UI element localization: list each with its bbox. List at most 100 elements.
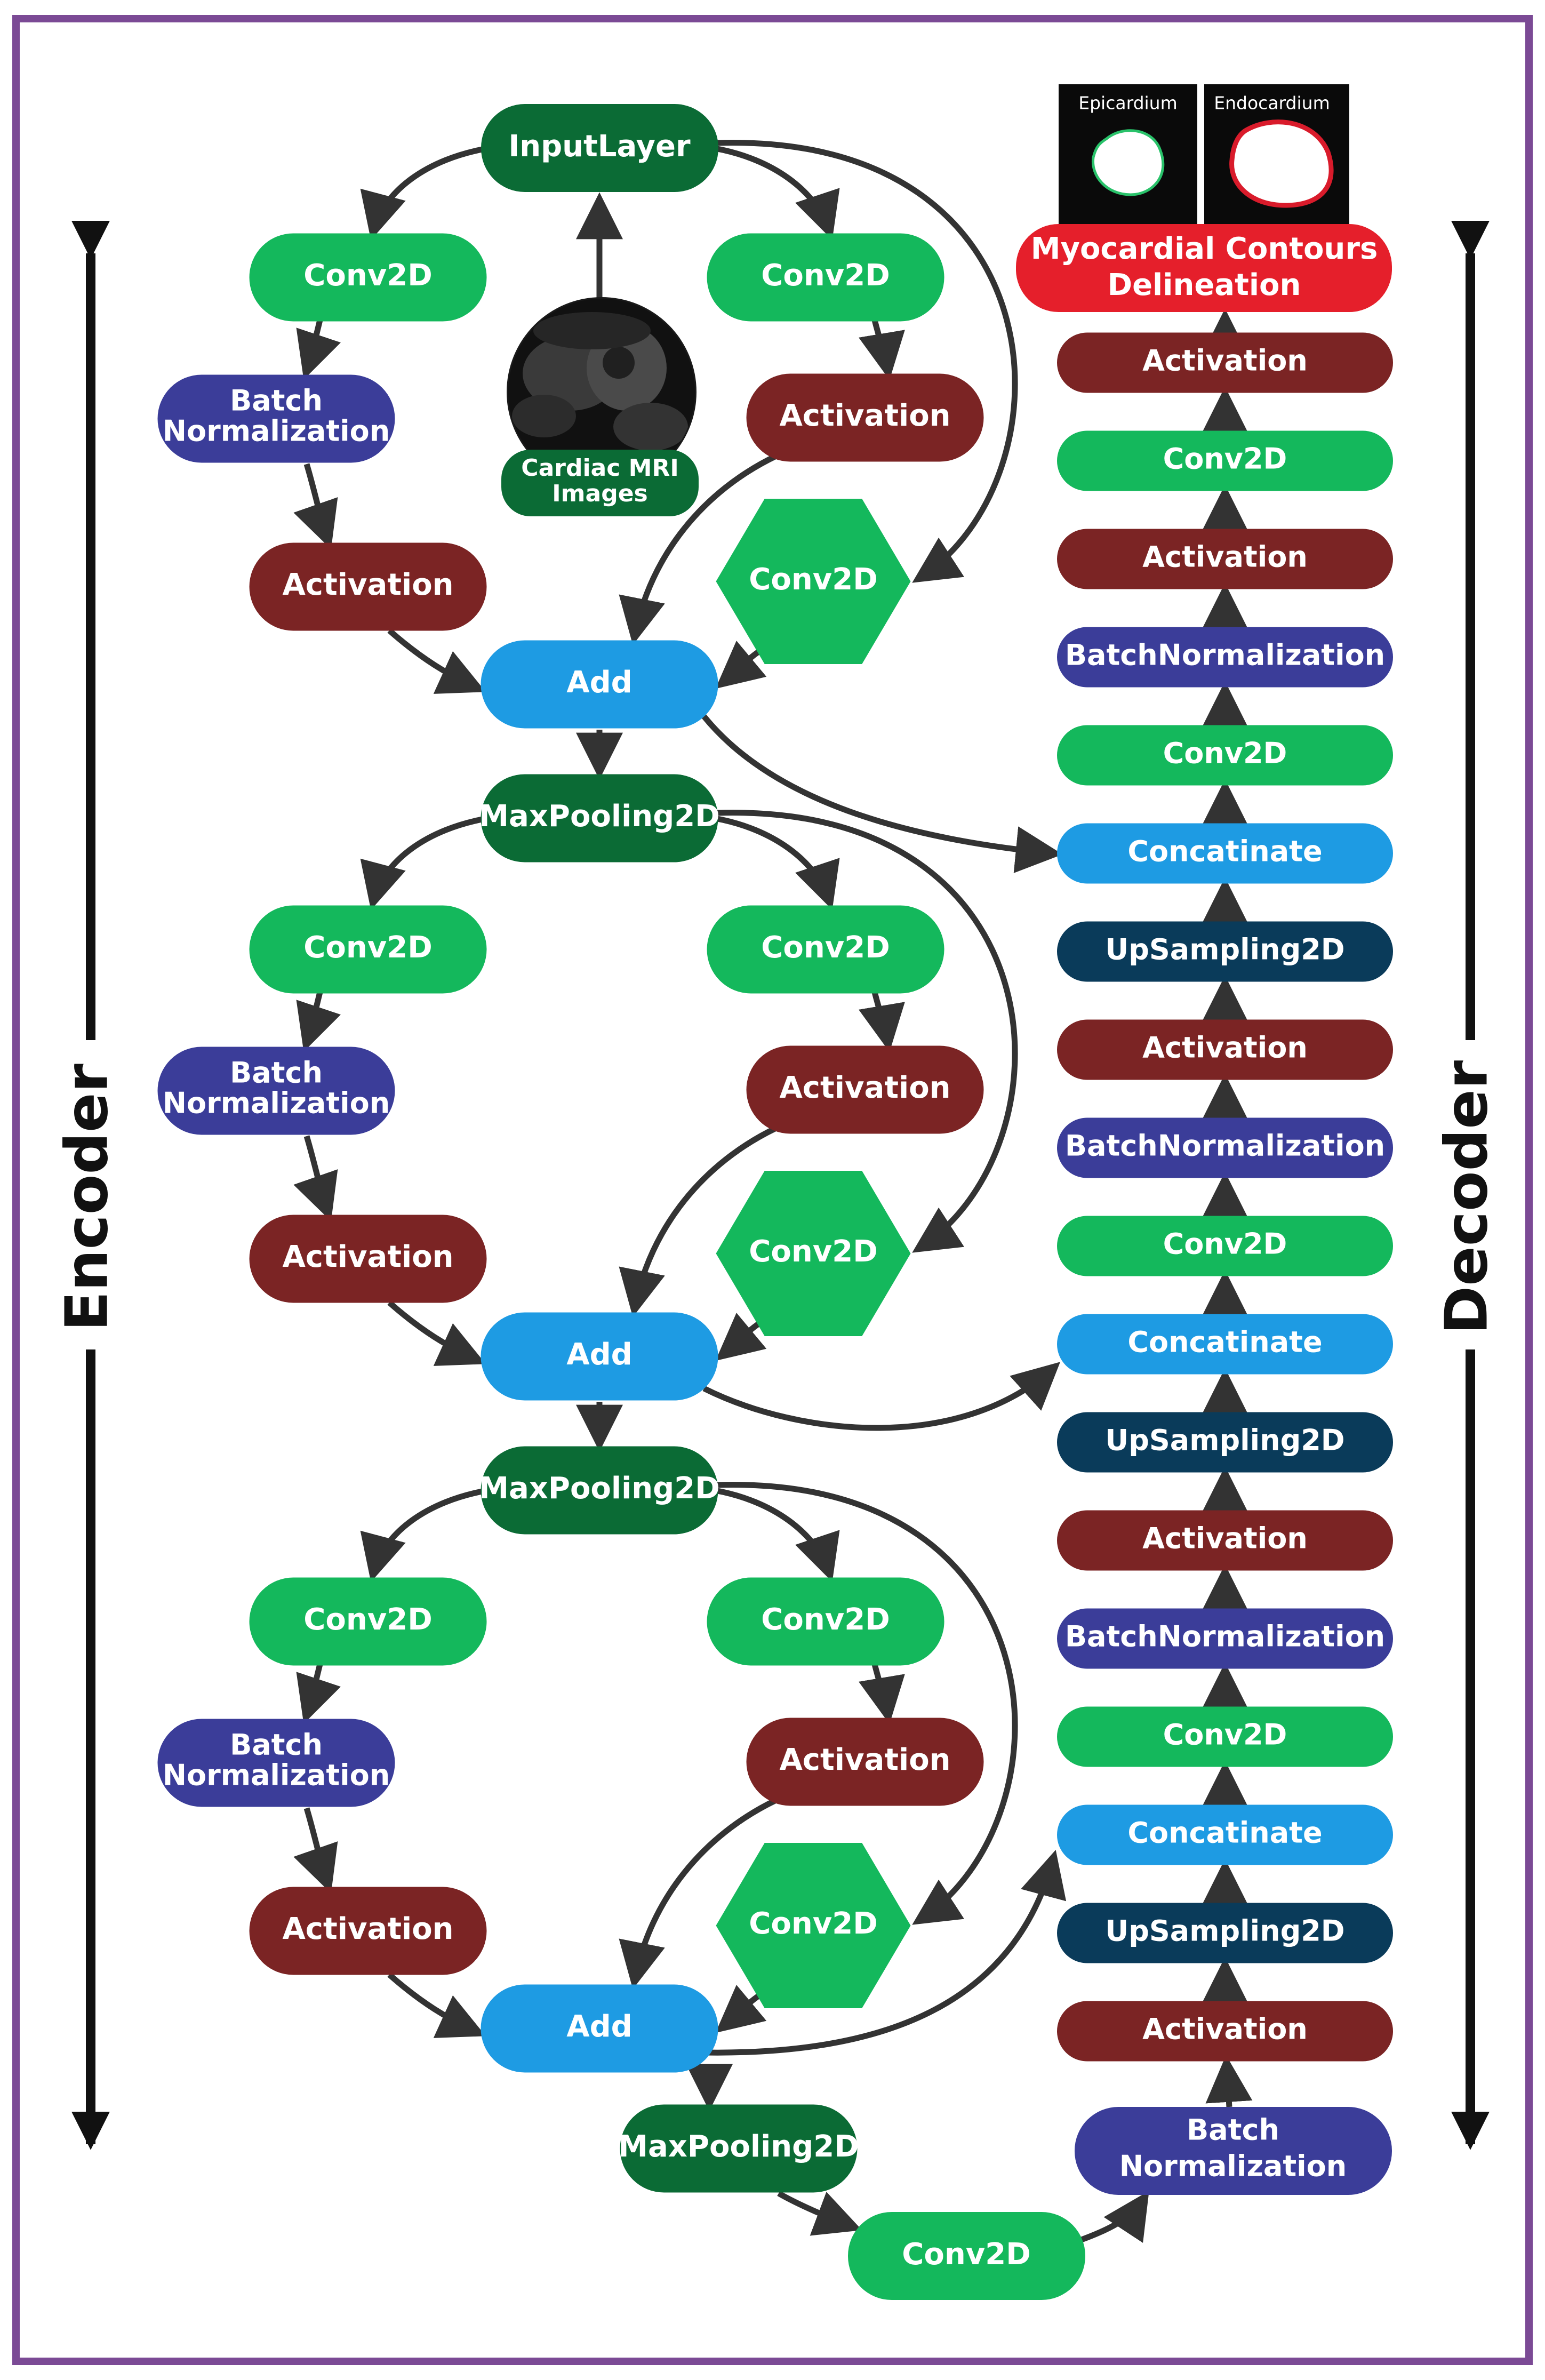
encoder-block-2: Conv2DBatchNormalizationActivationConv2D… <box>157 905 984 1535</box>
bottleneck-conv2d-label: Conv2D <box>902 2237 1030 2272</box>
decoder-concat-label: Concatinate <box>1127 835 1322 868</box>
encoder-label: Encoder <box>52 1064 121 1331</box>
decoder-upsample-label: UpSampling2D <box>1105 933 1344 967</box>
decoder-activation-node <box>1057 529 1393 589</box>
encoder: Conv2DBatchNormalizationActivationConv2D… <box>157 233 984 2193</box>
connector-arrow <box>360 1487 489 1583</box>
endocardium-label: Endocardium <box>1214 93 1330 114</box>
decoder-activation-node <box>1057 1510 1393 1571</box>
right-conv2d-label: Conv2D <box>761 258 890 293</box>
skip-connection-2 <box>702 1362 1061 1431</box>
encoder-block-3: Conv2DBatchNormalizationActivationConv2D… <box>157 1577 984 2193</box>
connector-arrow <box>360 815 489 911</box>
side-axis-arrows <box>71 220 1490 2150</box>
mri-caption-line1: Cardiac MRI <box>521 454 678 482</box>
left-conv2d-node <box>249 1577 487 1666</box>
connector-arrow <box>296 1663 341 1724</box>
output-label-line2: Delineation <box>1108 268 1301 302</box>
decoder-concat-node <box>1057 1314 1393 1375</box>
batchnorm-node <box>157 1047 395 1135</box>
decoder-label: Decoder <box>1432 1060 1500 1335</box>
right-activation-label: Activation <box>779 1071 950 1105</box>
shortcut-conv2d-node <box>716 499 911 664</box>
connector-arrow <box>296 319 341 380</box>
decoder-batchnorm-node <box>1057 1117 1393 1178</box>
shortcut-conv2d-node <box>716 1843 911 2008</box>
decoder-activation-node <box>1057 2001 1393 2062</box>
add-label: Add <box>566 665 633 700</box>
decoder-upsample-label: UpSampling2D <box>1105 1914 1344 1948</box>
decoder-batchnorm-label: BatchNormalization <box>1065 1129 1385 1163</box>
shortcut-conv2d-label: Conv2D <box>749 562 877 597</box>
maxpooling2d-node <box>481 774 718 862</box>
decoder-conv-label: Conv2D <box>1163 1227 1287 1261</box>
skip-connection-1 <box>701 714 1063 873</box>
connector-arrow <box>1079 2191 1149 2243</box>
bottleneck-batchnorm-line2: Normalization <box>1119 2150 1347 2183</box>
connector-arrow <box>859 1663 905 1724</box>
left-activation-node <box>249 1215 487 1303</box>
connector-arrow <box>619 1125 778 1317</box>
batchnorm-node <box>157 1719 395 1807</box>
decoder-conv-label: Conv2D <box>1163 442 1287 476</box>
epicardium-label: Epicardium <box>1078 93 1178 114</box>
batchnorm-label-line1: Batch <box>230 384 323 418</box>
contour-images <box>1059 84 1349 234</box>
connector-arrow <box>293 1807 338 1894</box>
right-activation-node <box>746 1045 984 1134</box>
connector-arrow <box>717 810 1018 1253</box>
bottleneck-batchnorm-line1: Batch <box>1187 2113 1279 2147</box>
decoder-activation-label: Activation <box>1142 540 1308 574</box>
left-conv2d-node <box>249 905 487 994</box>
right-conv2d-node <box>707 905 944 994</box>
bottleneck-conv2d-node <box>848 2212 1085 2300</box>
add-label: Add <box>566 1337 633 1372</box>
left-activation-node <box>249 1887 487 1975</box>
add-node <box>481 1312 718 1401</box>
decoder-concat-node <box>1057 823 1393 884</box>
decoder-concat-label: Concatinate <box>1127 1325 1322 1359</box>
batchnorm-node <box>157 374 395 463</box>
decoder-conv-label: Conv2D <box>1163 1718 1287 1752</box>
decoder-concat-node <box>1057 1804 1393 1865</box>
left-conv2d-label: Conv2D <box>303 258 432 293</box>
connector-arrow <box>619 453 778 645</box>
decoder-conv-node <box>1057 430 1393 491</box>
left-conv2d-label: Conv2D <box>303 1602 432 1637</box>
decoder-batchnorm-node <box>1057 1608 1393 1669</box>
bottleneck-to-decoder-arrow <box>1205 2055 1253 2107</box>
maxpooling2d-label: MaxPooling2D <box>479 1471 719 1506</box>
connector-arrow <box>387 1300 486 1366</box>
connector-arrow <box>859 319 905 380</box>
decoder-upsample-node <box>1057 921 1393 982</box>
decoder-conv-node <box>1057 725 1393 786</box>
right-conv2d-label: Conv2D <box>761 1602 890 1637</box>
connector-arrow <box>717 140 1018 583</box>
myocardial-contours-node <box>1016 224 1392 312</box>
cardiac-mri-image <box>507 297 697 487</box>
maxpooling2d-label: MaxPooling2D <box>479 799 719 834</box>
decoder-upsample-label: UpSampling2D <box>1105 1424 1344 1457</box>
decoder-activation-node <box>1057 332 1393 393</box>
left-activation-label: Activation <box>282 1240 453 1274</box>
input-layer-label: InputLayer <box>508 129 691 164</box>
connector-arrow <box>293 463 338 549</box>
decoder-activation-label: Activation <box>1142 2012 1308 2046</box>
connector-arrow <box>387 1972 486 2038</box>
connector-arrow <box>293 1135 338 1221</box>
decoder-batchnorm-node <box>1057 627 1393 688</box>
add-node <box>481 640 718 729</box>
right-activation-label: Activation <box>779 1743 950 1777</box>
batchnorm-label-line1: Batch <box>230 1056 323 1090</box>
connector-arrows <box>293 140 1253 2243</box>
connector-arrow <box>717 1482 1018 1925</box>
batchnorm-label-line2: Normalization <box>163 414 390 448</box>
decoder-conv-node <box>1057 1706 1393 1767</box>
connector-arrow <box>859 991 905 1052</box>
shortcut-conv2d-label: Conv2D <box>749 1906 877 1941</box>
connector-arrow <box>619 1798 778 1990</box>
decoder-conv-label: Conv2D <box>1163 737 1287 770</box>
right-activation-node <box>746 373 984 462</box>
decoder-activation-label: Activation <box>1142 344 1308 378</box>
left-activation-label: Activation <box>282 568 453 602</box>
